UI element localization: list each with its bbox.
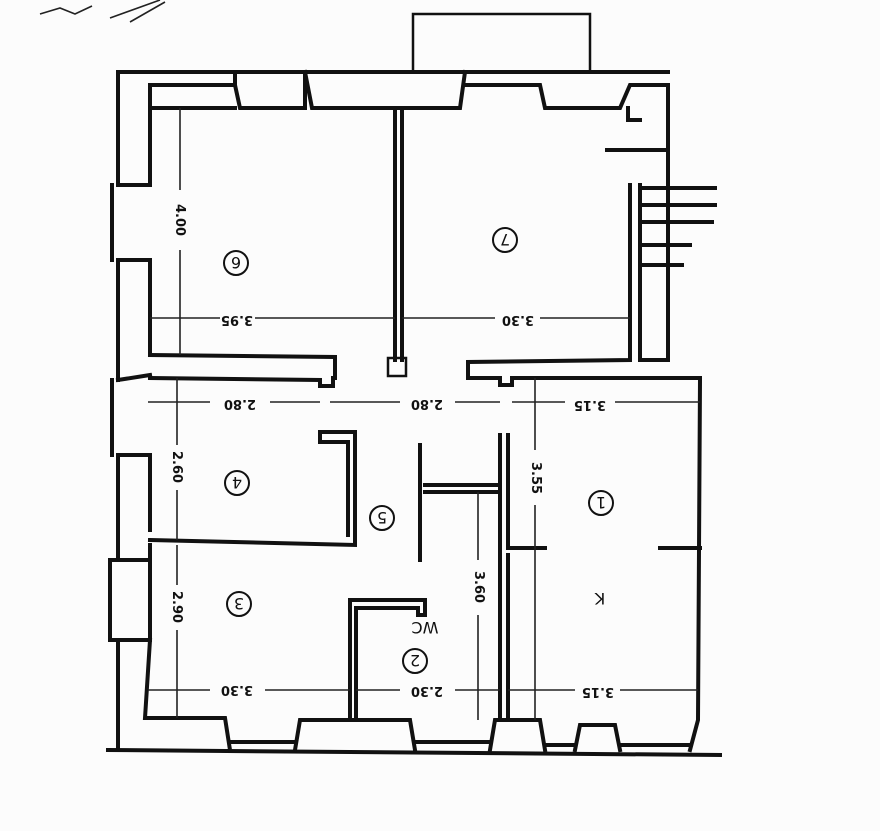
dim-room1-top-width: 3.15 [574,397,606,412]
svg-text:6: 6 [231,253,241,272]
svg-text:4: 4 [232,473,242,492]
room-2-marker: 2 [402,648,428,674]
dim-room2-width: 2.30 [411,683,443,698]
room-1-marker: 1 [588,490,614,516]
svg-text:7: 7 [500,230,510,249]
svg-text:3: 3 [234,594,244,613]
dim-room3-width: 3.30 [221,682,253,697]
dim-room1-depth: 3.55 [528,462,543,494]
dim-room3-depth: 2.90 [169,591,184,623]
svg-text:2: 2 [410,651,420,670]
room-4-marker: 4 [224,470,250,496]
dim-room4-depth: 2.60 [169,451,184,483]
dim-room4-width: 2.80 [224,396,256,411]
dim-room1-bottom-width: 3.15 [582,684,614,699]
room-6-marker: 6 [223,250,249,276]
dim-hall-width: 2.80 [411,396,443,411]
room-numbers: 6 7 4 5 3 2 1 [223,227,614,674]
room-7-marker: 7 [492,227,518,253]
room-3-marker: 3 [226,591,252,617]
dim-room6-width: 3.95 [221,312,253,327]
svg-text:5: 5 [377,508,387,527]
dimension-lines [148,108,700,720]
dim-room6-depth: 4.00 [172,204,187,236]
dim-room7-width: 3.30 [502,312,534,327]
svg-text:1: 1 [596,493,606,512]
exterior-walls [105,69,723,758]
kitchen-label: K [594,589,605,608]
interior-walls [147,83,717,722]
wc-label: WC [412,618,439,637]
balcony [411,12,592,74]
handwritten-scribble [39,0,166,23]
dimension-labels: 3.95 3.30 2.80 2.80 3.15 3.30 2.30 3.15 … [169,204,614,699]
dim-room2-depth: 3.60 [471,571,486,603]
room-5-marker: 5 [369,505,395,531]
